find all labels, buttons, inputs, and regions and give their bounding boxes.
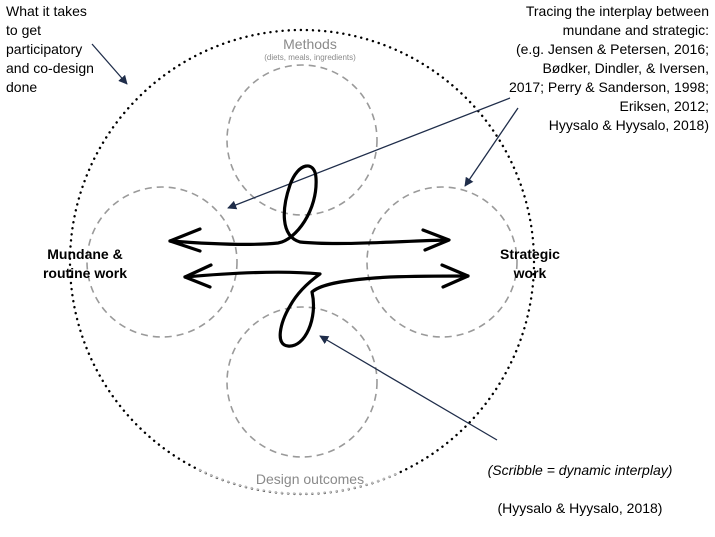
outer-dotted-circle: [68, 28, 536, 496]
note-scribble: (Scribble = dynamic interplay) (Hyysalo …: [480, 442, 680, 537]
design-outcomes-circle: [226, 306, 378, 458]
pointer-line-right-circle: [464, 107, 519, 187]
note-what-it-takes: What it takes to get participatory and c…: [6, 3, 94, 95]
scribble-upper-right-arrowhead: [421, 228, 451, 252]
pointer-line-left-circle: [227, 97, 511, 210]
scribble-explanation: (Scribble = dynamic interplay): [487, 462, 673, 478]
design-outcomes-label: Design outcomes: [255, 471, 365, 487]
note-tracing-interplay: Tracing the interplay between mundane an…: [508, 3, 709, 133]
scribble-lower-right-arrowhead: [440, 263, 470, 289]
pointer-line-top-left: [91, 43, 128, 85]
scribble-upper-stroke: [168, 164, 450, 247]
outer-circle-bottom-arc: [198, 468, 402, 495]
strategic-circle: [366, 186, 518, 338]
mundane-circle: [86, 186, 238, 338]
diagram-canvas: [68, 28, 536, 496]
methods-sublabel: (diets, meals, ingredients): [264, 53, 356, 62]
methods-circle: [226, 64, 378, 216]
pointer-line-scribble: [319, 335, 498, 441]
mundane-routine-label: Mundane & routine work: [42, 246, 127, 281]
strategic-work-label: Strategic work: [500, 246, 560, 281]
scribble-lower-stroke: [183, 270, 470, 348]
methods-label: Methods: [283, 36, 337, 52]
scribble-citation: (Hyysalo & Hyysalo, 2018): [497, 500, 663, 516]
scribble-lower-left-arrowhead: [183, 263, 213, 289]
scribble-upper-left-arrowhead: [168, 227, 202, 253]
